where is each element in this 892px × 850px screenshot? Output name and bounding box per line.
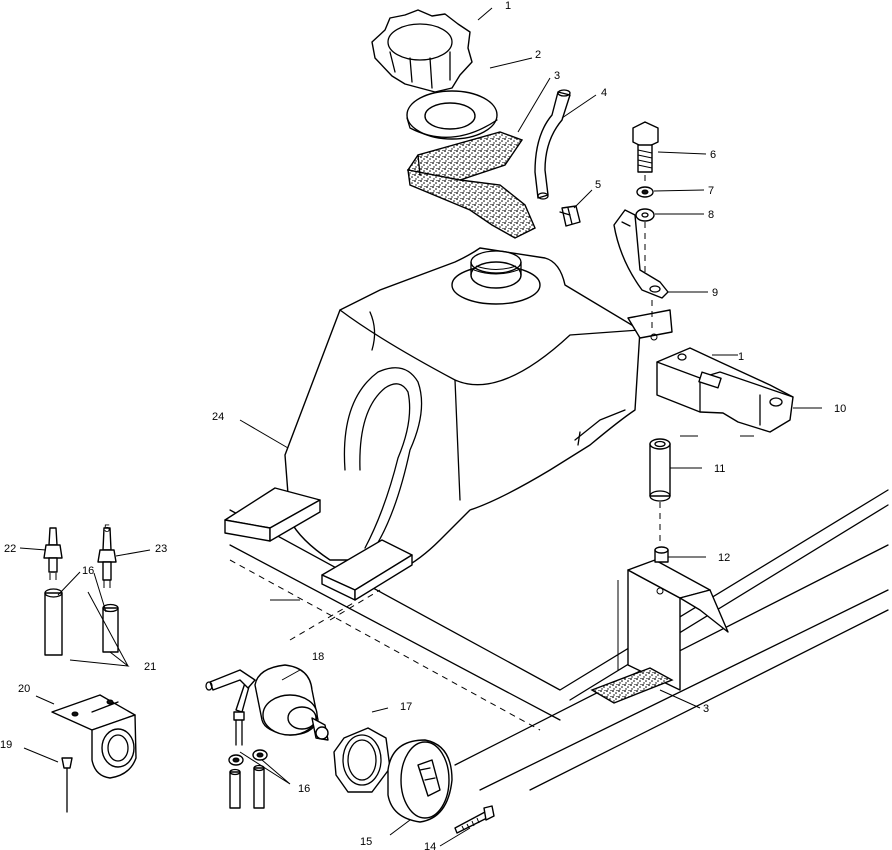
callout-2: 2: [535, 49, 541, 61]
vent-valve: [559, 205, 581, 227]
fuel-tank: [284, 247, 673, 571]
filter-bracket: [51, 694, 137, 813]
screw: [454, 805, 495, 834]
fuel-fittings: [43, 527, 119, 656]
callout-17: 17: [400, 701, 412, 713]
vent-hose: [534, 89, 571, 200]
callout-14: 14: [424, 841, 436, 850]
callout-5-fitting: 5: [104, 523, 110, 535]
tank-strap: [613, 209, 669, 299]
pump-cover: [387, 739, 453, 823]
frame-crossmember: [617, 559, 729, 691]
callout-24: 24: [212, 411, 224, 423]
spacer: [649, 438, 671, 563]
callout-5: 5: [595, 179, 601, 191]
callout-labels: 1 2 3 4 5 6 7 8 9 1 10 11 12 3 14 15 16 …: [0, 0, 846, 850]
fuel-cap: [371, 9, 473, 93]
callout-22: 22: [4, 543, 16, 555]
callout-16: 16: [298, 783, 310, 795]
callout-1-cradle: 1: [738, 351, 744, 363]
callout-7: 7: [708, 185, 714, 197]
callout-3: 3: [554, 70, 560, 82]
callout-20: 20: [18, 683, 30, 695]
callout-21: 21: [144, 661, 156, 673]
callout-18: 18: [312, 651, 324, 663]
tank-pads: [224, 487, 413, 601]
gasket: [406, 90, 498, 140]
callout-11: 11: [714, 463, 725, 475]
mounting-tray: [590, 667, 674, 704]
fuel-pump: [205, 664, 329, 746]
callout-9: 9: [712, 287, 718, 299]
callout-3-tray: 3: [703, 703, 709, 715]
callout-10: 10: [834, 403, 846, 415]
foam-pad: [406, 131, 536, 239]
callout-1: 1: [505, 0, 511, 12]
callout-8: 8: [708, 209, 714, 221]
hex-nut: [333, 727, 391, 793]
callout-4: 4: [601, 87, 607, 99]
hose-clamps: [228, 749, 268, 809]
tank-cradle: [656, 347, 794, 433]
leader-lines: [19, 7, 822, 847]
callout-6: 6: [710, 149, 716, 161]
callout-15: 15: [360, 836, 372, 848]
callout-23: 23: [155, 543, 167, 555]
callout-19: 19: [0, 739, 12, 751]
bolt-assembly: [632, 121, 659, 330]
callout-16-fitting: 16: [82, 565, 94, 577]
callout-12: 12: [718, 552, 730, 564]
